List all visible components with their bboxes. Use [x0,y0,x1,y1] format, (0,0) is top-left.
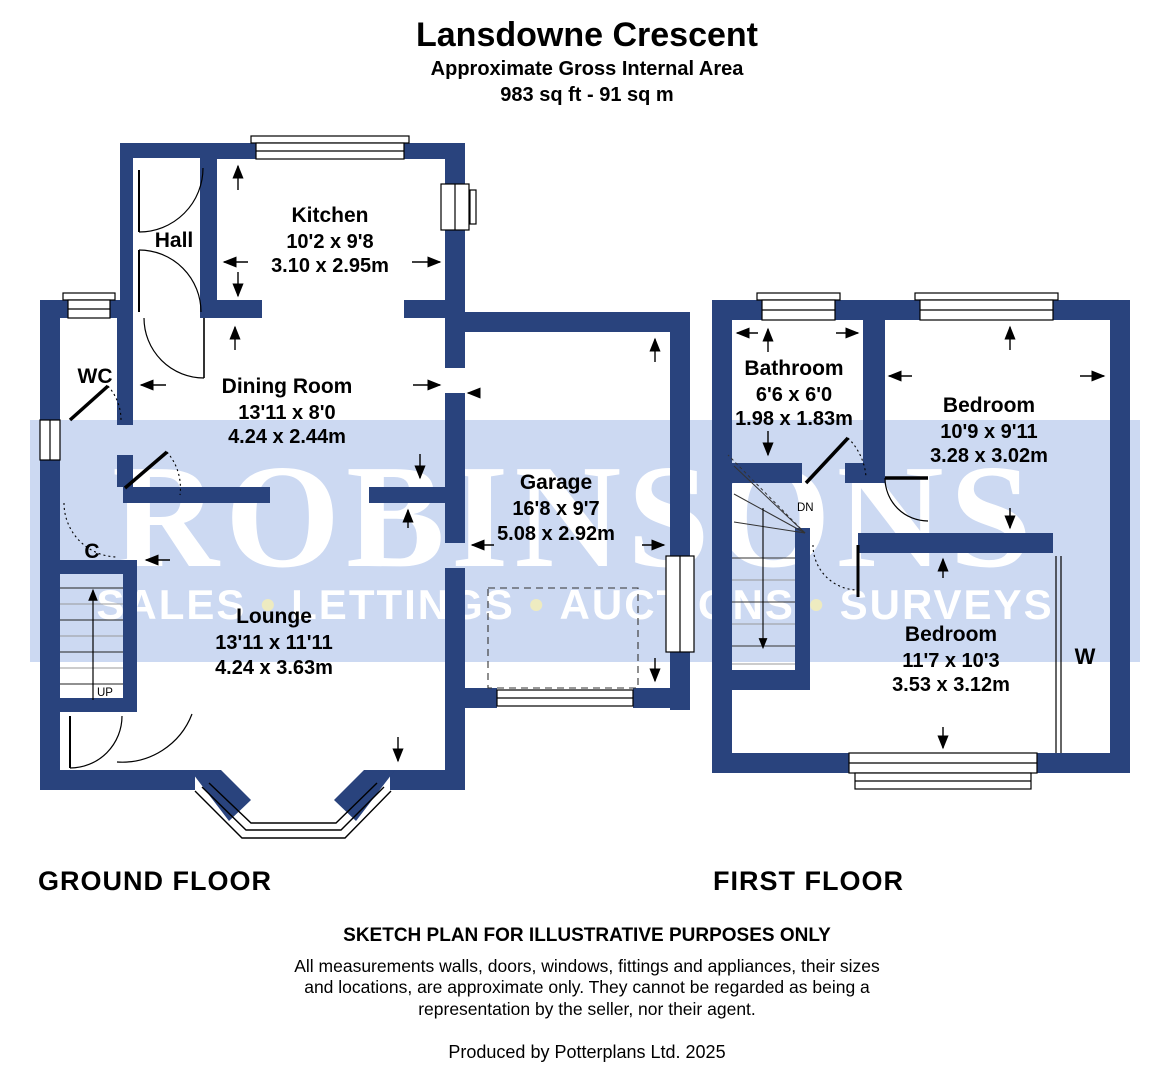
lounge-dims-imperial: 13'11 x 11'11 [215,632,332,654]
ground-floor-labels: Hall Kitchen 10'2 x 9'8 3.10 x 2.95m WC … [78,204,615,679]
bathroom-door-leaf [804,436,850,485]
door-arc [143,317,205,379]
ground-floor-plan: UP Hall Kitchen [39,135,695,839]
measurement-disclaimer: All measurements walls, doors, windows, … [294,956,880,1019]
bedroom-front-label: Bedroom [943,394,1035,417]
dining-room-label: Dining Room [222,375,353,398]
cupboard-door-leaf [123,450,169,490]
ground-floor-dimension-arrows [139,164,666,763]
garage-parking-outline [487,587,639,689]
bedroom-front-dims-metric: 3.28 x 3.02m [930,445,1048,467]
bathroom-dims-metric: 1.98 x 1.83m [735,408,853,430]
door-arc [812,544,859,591]
bedroom-back-dims-imperial: 11'7 x 10'3 [902,650,999,672]
garage-label: Garage [520,471,592,494]
wardrobe-partition [1055,556,1062,753]
bathroom-dims-imperial: 6'6 x 6'0 [756,384,832,406]
page-title: Lansdowne Crescent [416,16,758,54]
garage-dims-imperial: 16'8 x 9'7 [512,498,599,520]
first-floor-plan: DN Bathroom 6'6 x 6'0 1.98 x 1.83m Bedro… [712,292,1130,790]
watermark-dot: • [260,581,277,628]
bedroom-front-dims-imperial: 10'9 x 9'11 [940,421,1037,443]
first-floor-title: FIRST FLOOR [713,866,904,896]
sketch-plan-notice: SKETCH PLAN FOR ILLUSTRATIVE PURPOSES ON… [343,925,831,946]
wc-door-leaf [68,384,110,422]
gross-internal-area: 983 sq ft - 91 sq m [500,84,674,106]
cupboard-label: C [84,540,99,563]
ground-floor-title: GROUND FLOOR [38,866,272,896]
dining-room-dims-imperial: 13'11 x 8'0 [238,402,335,424]
door-arc [69,715,123,769]
producer-credit: Produced by Potterplans Ltd. 2025 [448,1042,726,1062]
first-floor-windows [756,292,1059,790]
watermark-word: SURVEYS [840,581,1054,628]
watermark-dot: • [809,581,826,628]
first-floor-labels: Bathroom 6'6 x 6'0 1.98 x 1.83m Bedroom … [735,357,1096,696]
door-arc [884,477,929,522]
first-floor-walls [712,300,1130,773]
page-subtitle: Approximate Gross Internal Area [430,58,744,80]
first-floor-doors [804,436,929,597]
first-floor-stairs: DN [727,454,814,665]
stairs-down-label: DN [797,502,814,514]
kitchen-dims-imperial: 10'2 x 9'8 [286,231,373,253]
garage-dims-metric: 5.08 x 2.92m [497,523,615,545]
dining-room-dims-metric: 4.24 x 2.44m [228,426,346,448]
door-arc [138,249,202,313]
door-arc [63,502,119,558]
door-arc [116,713,193,763]
kitchen-dims-metric: 3.10 x 2.95m [271,255,389,277]
lounge-label: Lounge [236,605,312,628]
first-floor-dimension-arrows [735,325,1106,750]
kitchen-label: Kitchen [291,204,368,227]
ground-floor-doors [63,167,205,769]
door-arc [847,437,867,478]
stairs-up-label: UP [97,687,113,699]
bedroom-back-label: Bedroom [905,623,997,646]
bay-window [194,782,392,839]
ground-floor-stairs: UP [60,587,123,700]
lounge-dims-metric: 4.24 x 3.63m [215,657,333,679]
bathroom-label: Bathroom [744,357,843,380]
door-arc [138,167,204,233]
hall-label: Hall [155,229,194,252]
ground-floor-windows [39,135,695,707]
bedroom-back-dims-metric: 3.53 x 3.12m [892,674,1010,696]
watermark-word: LETTINGS [291,581,515,628]
watermark-dot: • [529,581,546,628]
wardrobe-label: W [1075,644,1096,669]
wc-label: WC [78,365,113,388]
